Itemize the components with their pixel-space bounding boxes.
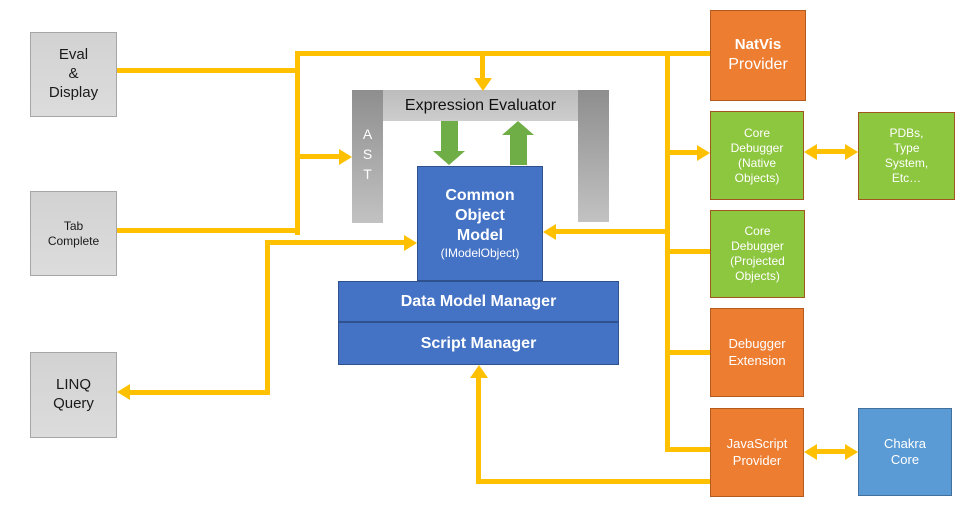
connector-script-horizontal: [476, 479, 710, 484]
node-natvis-provider: NatVis Provider: [710, 10, 806, 101]
label-line: T: [363, 166, 372, 182]
label-line: Tab: [63, 218, 84, 233]
connector-left-trunk: [295, 51, 300, 235]
arrowhead-into-pdbs: [845, 144, 858, 160]
green-up-arrow-icon: [502, 121, 534, 135]
label-line: &: [68, 65, 79, 83]
label-line: Display: [48, 83, 99, 101]
label-line: (Native: [737, 155, 776, 170]
label-line: Core: [890, 452, 920, 467]
label-line: Core: [743, 125, 770, 140]
label-line: (Projected: [730, 254, 785, 268]
label-line: Model: [456, 227, 504, 244]
connector-ee-drop-shaft: [480, 51, 485, 80]
label-line: Debugger: [730, 140, 784, 155]
connector-linq-com-bottom: [130, 390, 270, 395]
label-line: A: [362, 126, 373, 142]
right-pillar: [578, 90, 609, 222]
arrowhead-js-left: [804, 444, 817, 460]
label-line: Common: [445, 187, 515, 204]
label-line: LINQ: [55, 376, 91, 394]
arrowhead-into-linq-query: [117, 384, 130, 400]
label-line: Objects): [735, 269, 780, 283]
node-script-manager: Script Manager: [338, 322, 619, 365]
arrowhead-into-ast: [339, 149, 352, 165]
label-line: Chakra: [884, 435, 926, 451]
label-line: System,: [884, 156, 929, 170]
expression-evaluator-bar: Expression Evaluator: [383, 90, 578, 121]
connector-debugger-extension-branch: [668, 350, 710, 355]
connector-ast-shaft: [297, 154, 339, 159]
arrowhead-into-expression-evaluator: [474, 78, 492, 91]
label-line: Core: [744, 224, 771, 238]
connector-native-pdbs-shaft: [815, 149, 846, 154]
label-line: Provider: [732, 452, 782, 468]
connector-tab-complete-line: [117, 228, 300, 233]
green-down-arrow-stem: [441, 121, 458, 152]
label-line: Query: [53, 395, 94, 412]
label-line: Object: [455, 207, 505, 224]
connector-right-trunk: [665, 51, 670, 452]
label-line: Etc…: [891, 171, 922, 185]
label-line: Extension: [728, 352, 786, 368]
label-line: Debugger: [731, 239, 784, 253]
label-line: JavaScript: [726, 436, 788, 452]
arrowhead-into-chakra: [845, 444, 858, 460]
label-line: Type: [893, 141, 920, 155]
connector-script-vertical: [476, 376, 481, 484]
arrowhead-into-script-manager: [470, 365, 488, 378]
expression-evaluator-label: Expression Evaluator: [404, 96, 557, 114]
connector-js-provider-branch: [665, 447, 710, 452]
natvis-subtitle: Provider: [728, 55, 788, 73]
node-eval-display: Eval&Display: [30, 32, 117, 117]
arrowhead-into-core-debugger-native: [697, 145, 710, 161]
arrowhead-into-com-right: [543, 224, 556, 240]
green-up-arrow-stem: [510, 134, 527, 165]
connector-com-right-shaft: [556, 229, 670, 234]
connector-native-branch: [668, 150, 698, 155]
connector-projected-branch: [668, 249, 710, 254]
green-down-arrow-icon: [433, 151, 465, 165]
arrowhead-natives-left: [804, 144, 817, 160]
connector-linq-com-vertical: [265, 240, 270, 395]
natvis-title: NatVis: [734, 36, 782, 54]
node-data-model-manager: Data Model Manager: [338, 281, 619, 322]
label-line: Complete: [47, 233, 100, 248]
label-line: S: [362, 146, 373, 162]
arrowhead-into-com-left: [404, 235, 417, 251]
label-line: Debugger: [728, 336, 786, 352]
connector-linq-com-top: [265, 240, 404, 245]
connector-eval-display-line: [117, 68, 297, 73]
script-manager-label: Script Manager: [420, 334, 537, 352]
data-model-manager-label: Data Model Manager: [400, 292, 557, 310]
com-subtitle: (IModelObject): [440, 246, 520, 260]
label-line: Eval: [58, 46, 89, 64]
label-line: Objects): [734, 170, 780, 185]
label-line: PDBs,: [889, 126, 924, 140]
connector-top-line: [295, 51, 710, 56]
connector-js-chakra-shaft: [815, 449, 846, 454]
